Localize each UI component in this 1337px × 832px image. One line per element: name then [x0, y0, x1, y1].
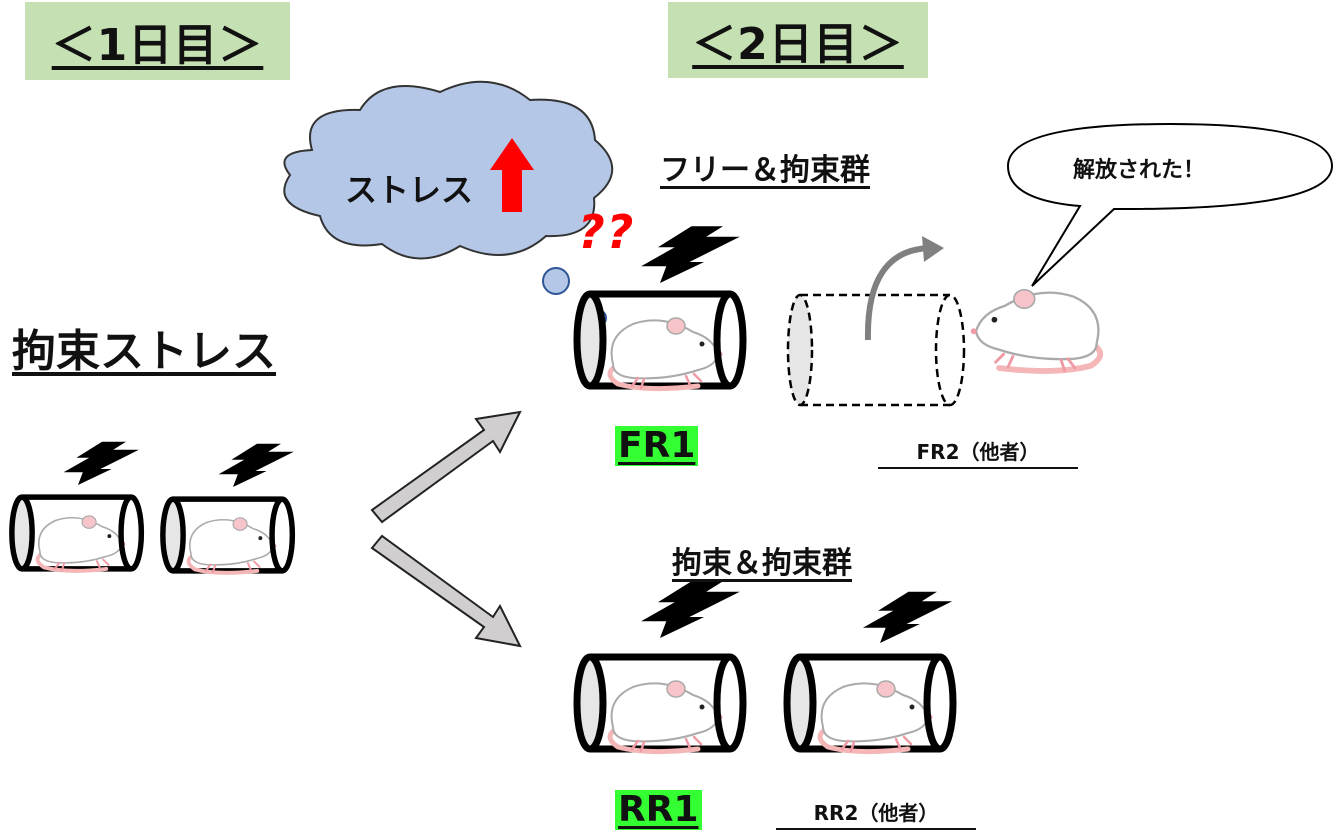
question-marks: ?? [578, 205, 636, 259]
fr2-label: FR2（他者） [878, 436, 1078, 469]
rr1-tube [577, 581, 743, 751]
fr1-label: FR1 [615, 426, 699, 466]
arrow-to-rr-group [370, 534, 522, 648]
rr1-label: RR1 [615, 790, 702, 830]
day1-tube-2 [163, 443, 294, 573]
fr-group-title: フリー＆拘束群 [660, 153, 870, 188]
arrow-to-fr-group [370, 410, 522, 524]
fr2-free-mouse [971, 290, 1100, 371]
rr2-tube [787, 591, 953, 752]
fr2-empty-tube [786, 236, 966, 407]
rr-group-title: 拘束＆拘束群 [672, 546, 852, 581]
day2-label: ＜2日目＞ [668, 2, 928, 78]
thought-dot-large [542, 267, 570, 295]
day1-label: ＜1日目＞ [25, 2, 290, 80]
thought-cloud-shape [283, 80, 614, 260]
speech-bubble-shape [1006, 122, 1334, 287]
rr2-label: RR2（他者） [776, 797, 976, 830]
stress-heading: 拘束ストレス [12, 326, 276, 377]
thought-cloud-text: ストレス [345, 171, 474, 209]
stress-up-arrow [490, 138, 534, 212]
speech-bubble-text: 解放された！ [1073, 158, 1206, 183]
day1-tube-1 [12, 441, 141, 571]
